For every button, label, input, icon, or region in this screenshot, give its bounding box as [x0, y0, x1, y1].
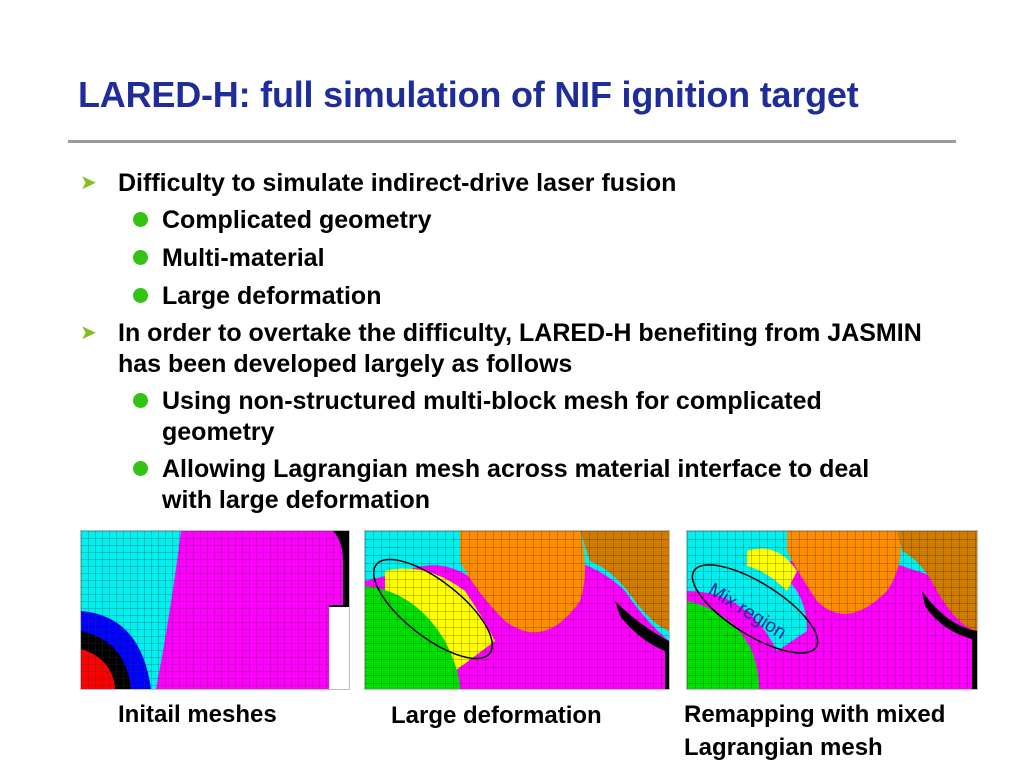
bullet-2: In order to overtake the difficulty, LAR…: [118, 319, 922, 378]
title-divider: [68, 140, 956, 143]
dot-bullet-icon: [133, 288, 148, 303]
bullet-1-2: Multi-material: [162, 244, 325, 272]
remapping-mixed-image: Mix region: [687, 531, 977, 689]
figure-initial-meshes: [80, 530, 350, 690]
figure-large-deformation: [364, 530, 670, 690]
bullet-1-3: Large deformation: [162, 282, 382, 310]
bullet-2-1: Using non-structured multi-block mesh fo…: [162, 387, 822, 446]
dot-bullet-icon: [133, 212, 148, 227]
bullet-1: Difficulty to simulate indirect-drive la…: [118, 169, 677, 197]
bullet-2-2: Allowing Lagrangian mesh across material…: [162, 455, 870, 514]
dot-bullet-icon: [133, 250, 148, 265]
dot-bullet-icon: [133, 461, 148, 476]
figure-remapping-mixed: Mix region: [686, 530, 978, 690]
arrow-bullet-icon: ➤: [80, 322, 97, 344]
slide-title: LARED-H: full simulation of NIF ignition…: [78, 74, 859, 115]
arrow-bullet-icon: ➤: [80, 172, 97, 194]
caption-remapping: Remapping with mixed Lagrangian mesh: [684, 701, 946, 761]
caption-large-deformation: Large deformation: [391, 702, 602, 729]
large-deformation-image: [365, 531, 669, 689]
initial-mesh-image: [81, 531, 349, 689]
bullet-1-1: Complicated geometry: [162, 206, 432, 234]
caption-initial-meshes: Initail meshes: [118, 701, 277, 728]
dot-bullet-icon: [133, 393, 148, 408]
